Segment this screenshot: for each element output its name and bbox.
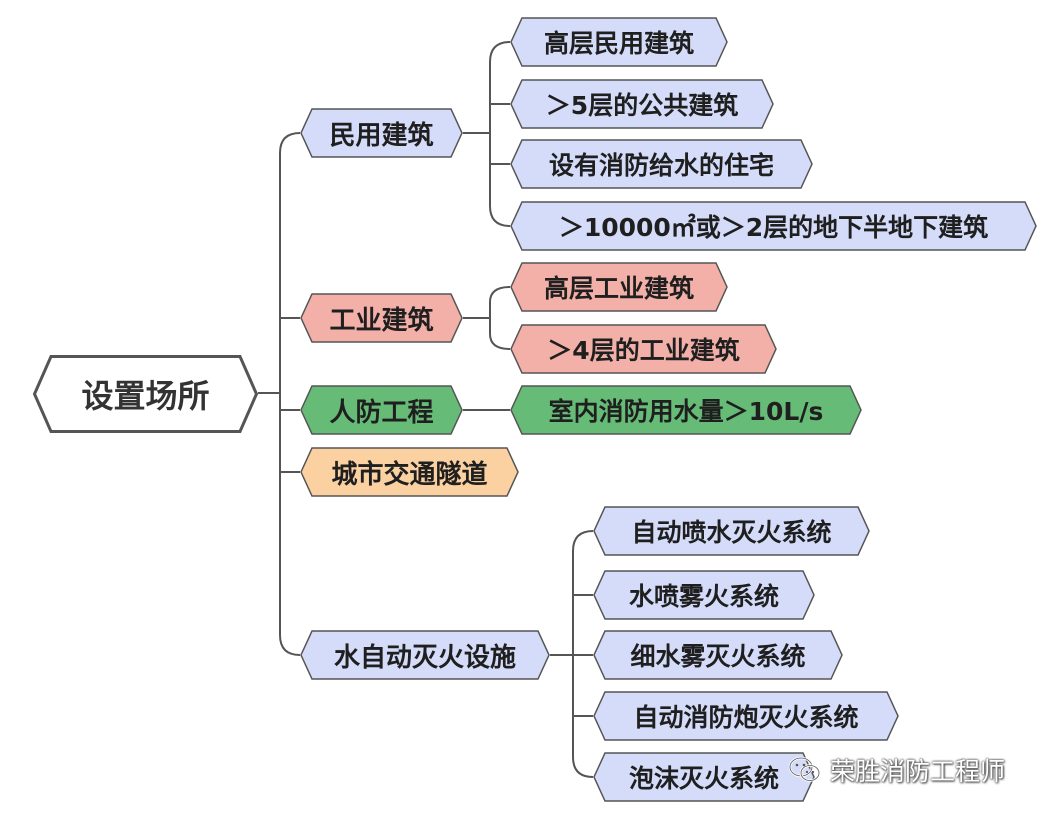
watermark-text: 荣胜消防工程师: [830, 757, 1006, 786]
branch-label: 城市交通隧道: [331, 459, 488, 490]
leaf-label: 细水雾灭火系统: [630, 642, 806, 671]
root-label: 设置场所: [81, 377, 210, 415]
leaf-label: ＞4层的工业建筑: [547, 336, 740, 365]
leaf-label: 水喷雾火系统: [628, 582, 779, 611]
watermark: 荣胜消防工程师: [788, 752, 1005, 788]
leaf-shape: [593, 752, 815, 802]
leaf-shape: [510, 79, 774, 129]
leaf-shape: [593, 570, 815, 620]
root-node[interactable]: 设置场所: [32, 355, 259, 433]
leaf-shape: [593, 506, 870, 556]
leaf-underground[interactable]: ＞10000㎡或＞2层的地下半地下建筑: [510, 201, 1037, 251]
leaf-sprinkler[interactable]: 自动喷水灭火系统: [593, 506, 870, 556]
leaf-shape: [510, 201, 1037, 251]
leaf-label: 泡沫灭火系统: [628, 764, 779, 793]
leaf-water-spray[interactable]: 水喷雾火系统: [593, 570, 815, 620]
leaf-industrial-4-floors[interactable]: ＞4层的工业建筑: [510, 324, 777, 374]
leaf-indoor-water[interactable]: 室内消防用水量＞10L/s: [510, 385, 862, 435]
branch-label: 民用建筑: [329, 120, 434, 151]
branch-industrial-buildings[interactable]: 工业建筑: [300, 293, 463, 343]
leaf-label: ＞10000㎡或＞2层的地下半地下建筑: [558, 213, 989, 242]
leaf-label: 室内消防用水量＞10L/s: [548, 397, 824, 426]
root-shape: [32, 355, 259, 433]
leaf-shape: [593, 691, 899, 741]
wechat-icon: [788, 756, 822, 784]
leaf-label: 高层工业建筑: [543, 274, 694, 303]
leaf-label: 自动喷水灭火系统: [631, 518, 832, 547]
branch-label: 水自动灭火设施: [333, 642, 516, 673]
leaf-shape: [510, 324, 777, 374]
leaf-fire-monitor[interactable]: 自动消防炮灭火系统: [593, 691, 899, 741]
leaf-label: 设有消防给水的住宅: [548, 151, 774, 180]
branch-shape: [300, 630, 550, 680]
leaf-high-rise-civil[interactable]: 高层民用建筑: [510, 17, 728, 67]
leaf-shape: [593, 630, 843, 680]
leaf-residential-water[interactable]: 设有消防给水的住宅: [510, 139, 813, 189]
branch-shape: [300, 108, 463, 158]
leaf-shape: [510, 262, 728, 312]
branch-shape: [300, 385, 463, 435]
leaf-public-5-floors[interactable]: ＞5层的公共建筑: [510, 79, 774, 129]
leaf-label: 自动消防炮灭火系统: [633, 703, 859, 732]
leaf-foam[interactable]: 泡沫灭火系统: [593, 752, 815, 802]
leaf-shape: [510, 139, 813, 189]
leaf-shape: [510, 17, 728, 67]
branch-shape: [300, 293, 463, 343]
branch-auto-extinguishing[interactable]: 水自动灭火设施: [300, 630, 550, 680]
branch-civil-defense[interactable]: 人防工程: [300, 385, 463, 435]
branch-label: 工业建筑: [329, 305, 434, 336]
leaf-high-rise-industrial[interactable]: 高层工业建筑: [510, 262, 728, 312]
branch-urban-tunnel[interactable]: 城市交通隧道: [300, 447, 519, 497]
leaf-water-mist[interactable]: 细水雾灭火系统: [593, 630, 843, 680]
branch-shape: [300, 447, 519, 497]
leaf-label: 高层民用建筑: [543, 29, 694, 58]
branch-civil-buildings[interactable]: 民用建筑: [300, 108, 463, 158]
branch-label: 人防工程: [329, 397, 434, 428]
leaf-label: ＞5层的公共建筑: [545, 91, 739, 120]
leaf-shape: [510, 385, 862, 435]
